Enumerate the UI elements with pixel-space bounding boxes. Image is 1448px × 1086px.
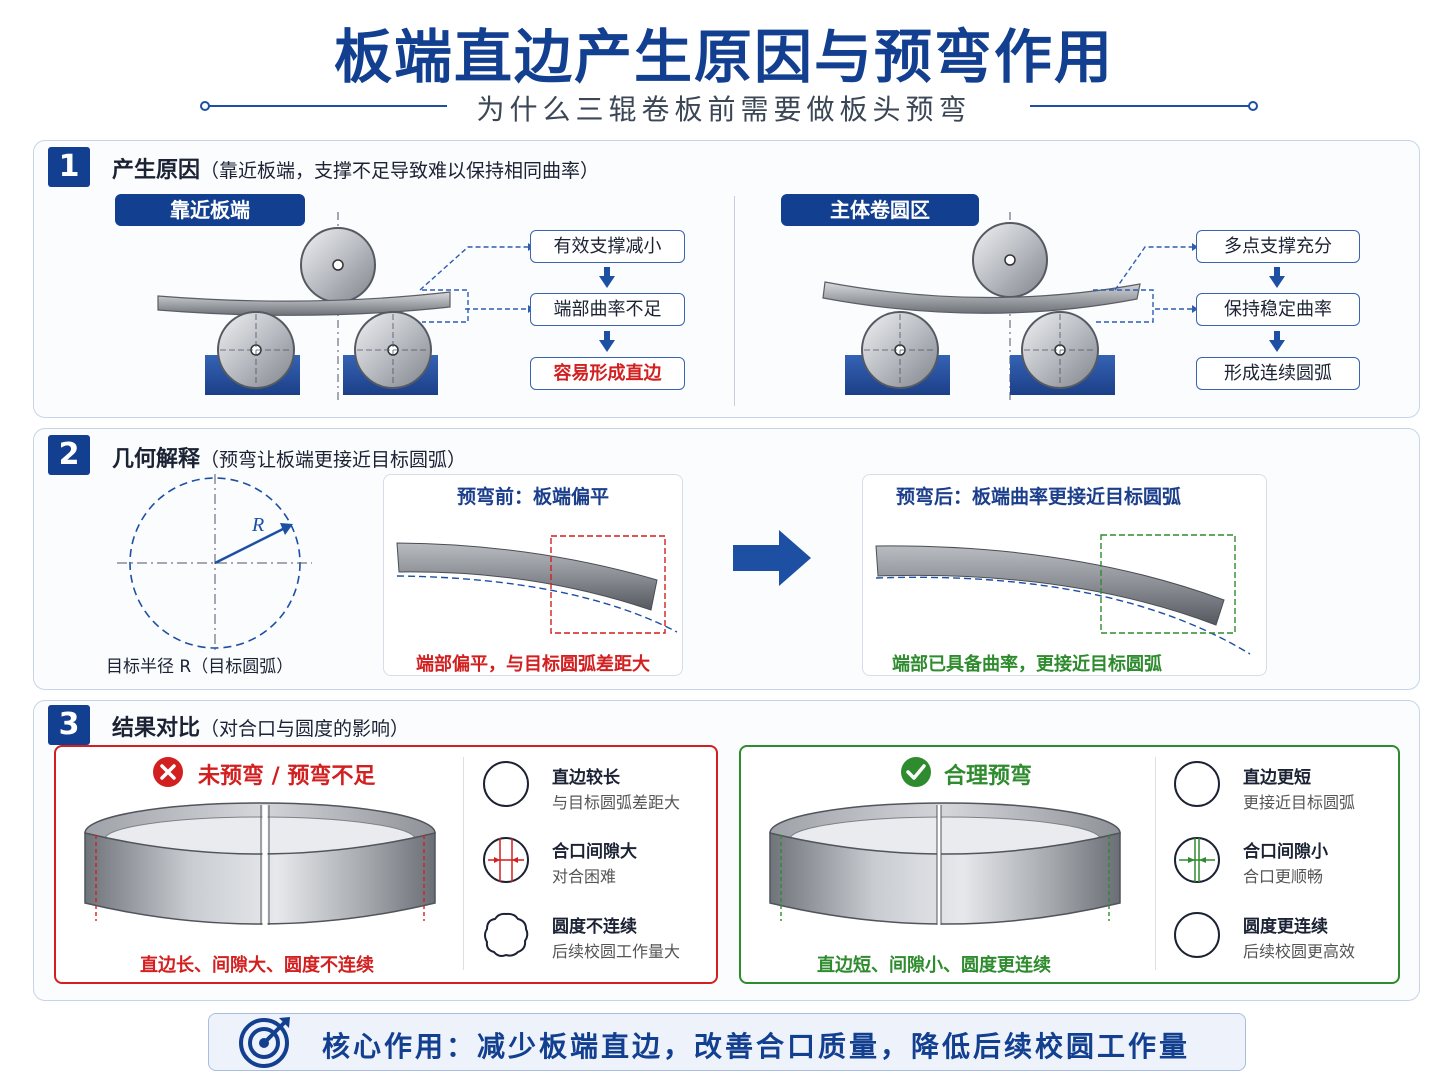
flow-step-left-3: 容易形成直边 bbox=[530, 357, 685, 390]
subtitle-left-rule bbox=[205, 105, 447, 107]
connector-lines-left bbox=[419, 243, 534, 313]
bad-item-title-1: 直边较长 bbox=[552, 768, 620, 788]
bad-item-sub-3: 后续校圆工作量大 bbox=[552, 942, 681, 961]
page-subtitle: 为什么三辊卷板前需要做板头预弯 bbox=[476, 93, 972, 126]
plate-before-diagram bbox=[396, 535, 678, 634]
good-item-sub-1: 更接近目标圆弧 bbox=[1243, 793, 1356, 812]
card-before-caption: 端部偏平，与目标圆弧差距大 bbox=[416, 654, 650, 675]
section-title: 几何解释（预弯让板端更接近目标圆弧） bbox=[112, 441, 466, 473]
result-bad-divider bbox=[463, 757, 464, 970]
three-roll-machine-main bbox=[822, 212, 1154, 400]
result-good-caption: 直边短、间隙小、圆度更连续 bbox=[817, 955, 1051, 976]
good-item-sub-2: 合口更顺畅 bbox=[1243, 867, 1324, 886]
bad-item-title-3: 圆度不连续 bbox=[552, 917, 637, 937]
flow-step-right-3: 形成连续圆弧 bbox=[1196, 357, 1360, 390]
core-label: 核心作用： bbox=[322, 1030, 478, 1063]
arrow-down-icon bbox=[599, 331, 615, 352]
subtitle-left-dot bbox=[200, 101, 210, 111]
flow-step-left-1: 有效支撑减小 bbox=[530, 230, 685, 263]
result-bad-heading: 未预弯 / 预弯不足 bbox=[198, 764, 376, 789]
bad-item-sub-1: 与目标圆弧差距大 bbox=[552, 793, 681, 812]
three-roll-machine-end bbox=[157, 212, 469, 400]
section-title-text: 几何解释 bbox=[112, 447, 201, 472]
plate-after-diagram bbox=[875, 534, 1251, 655]
core-statement: 核心作用：减少板端直边，改善合口质量，降低后续校圆工作量 bbox=[322, 1025, 1190, 1065]
good-item-sub-3: 后续校圆更高效 bbox=[1243, 942, 1356, 961]
card-before-title: 预弯前：板端偏平 bbox=[456, 486, 609, 508]
section-number: 3 bbox=[48, 705, 90, 745]
section-note: （靠近板端，支撑不足导致难以保持相同曲率） bbox=[200, 160, 600, 182]
arrow-down-icon bbox=[1269, 331, 1285, 352]
result-bad-caption: 直边长、间隙大、圆度不连续 bbox=[140, 955, 374, 976]
straight-edge-icon bbox=[483, 761, 529, 807]
card-after-caption: 端部已具备曲率，更接近目标圆弧 bbox=[892, 654, 1162, 675]
section-title: 产生原因（靠近板端，支撑不足导致难以保持相同曲率） bbox=[112, 152, 599, 184]
result-good-heading: 合理预弯 bbox=[944, 764, 1033, 789]
section-number: 1 bbox=[48, 147, 90, 187]
ring-good-diagram bbox=[769, 802, 1121, 925]
result-good-divider bbox=[1155, 757, 1156, 970]
subtitle-right-dot bbox=[1248, 101, 1258, 111]
subtitle-right-rule bbox=[1030, 105, 1250, 107]
section-title: 结果对比（对合口与圆度的影响） bbox=[112, 710, 409, 742]
section-divider bbox=[734, 196, 735, 406]
section-title-text: 产生原因 bbox=[112, 158, 201, 183]
small-gap-icon bbox=[1174, 837, 1220, 883]
large-gap-icon bbox=[483, 837, 529, 883]
tag-plate-end: 靠近板端 bbox=[115, 194, 305, 226]
good-item-title-1: 直边更短 bbox=[1243, 768, 1311, 788]
round-circle-icon bbox=[1174, 912, 1220, 958]
bad-item-title-2: 合口间隙大 bbox=[552, 842, 637, 862]
section-number: 2 bbox=[48, 435, 90, 475]
connector-lines-right bbox=[1114, 243, 1198, 313]
card-after-title: 预弯后：板端曲率更接近目标圆弧 bbox=[896, 486, 1182, 508]
circle-caption: 目标半径 R（目标圆弧） bbox=[106, 657, 294, 677]
flow-step-right-1: 多点支撑充分 bbox=[1196, 230, 1360, 263]
core-banner bbox=[208, 1013, 1246, 1071]
target-circle-diagram: R bbox=[117, 474, 312, 650]
core-text: 减少板端直边，改善合口质量，降低后续校圆工作量 bbox=[477, 1030, 1191, 1063]
check-circle-icon bbox=[901, 757, 931, 787]
arrow-down-icon bbox=[599, 267, 615, 288]
flow-step-right-2: 保持稳定曲率 bbox=[1196, 293, 1360, 326]
wavy-circle-icon bbox=[484, 912, 529, 957]
section-title-text: 结果对比 bbox=[112, 716, 201, 741]
good-item-title-2: 合口间隙小 bbox=[1243, 842, 1328, 862]
ring-bad-diagram bbox=[84, 802, 436, 925]
bad-item-sub-2: 对合困难 bbox=[552, 867, 617, 886]
tag-main-rolling: 主体卷圆区 bbox=[781, 194, 979, 226]
section-note: （预弯让板端更接近目标圆弧） bbox=[200, 449, 467, 471]
good-item-title-3: 圆度更连续 bbox=[1243, 917, 1328, 937]
arrow-down-icon bbox=[1269, 267, 1285, 288]
circle-icon bbox=[1174, 761, 1220, 807]
radius-label: R bbox=[251, 514, 264, 536]
arrow-right-icon bbox=[733, 530, 811, 586]
flow-step-left-2: 端部曲率不足 bbox=[530, 293, 685, 326]
page-title: 板端直边产生原因与预弯作用 bbox=[333, 23, 1114, 91]
x-circle-icon bbox=[153, 757, 183, 787]
section-note: （对合口与圆度的影响） bbox=[200, 718, 410, 740]
target-icon bbox=[239, 1017, 290, 1068]
